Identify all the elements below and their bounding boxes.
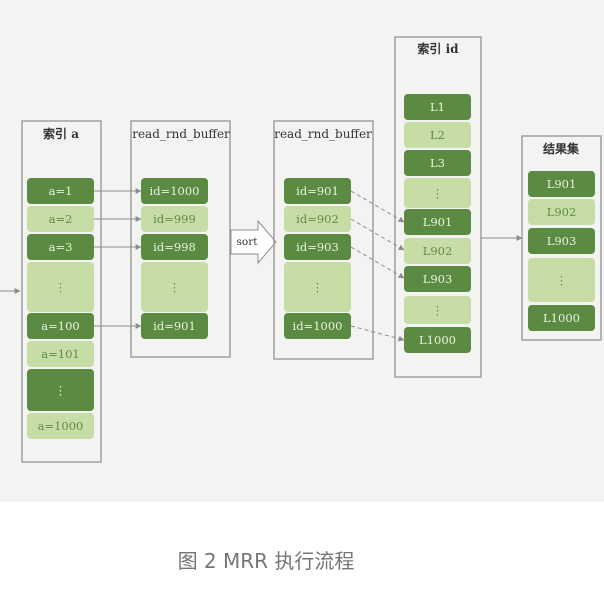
index-a-cell-label: a=2 <box>49 212 73 226</box>
index-id-cell-label: L903 <box>423 272 453 286</box>
index-a-cell <box>27 206 94 232</box>
index-a-cell-label: a=100 <box>41 319 79 333</box>
index-id-cell-label: ⋮ <box>432 303 444 317</box>
buffer-sorted-frame <box>273 120 374 360</box>
mrr-flow-diagram: 索引 a a=1 a=2 a=3 ⋮ a=100 a=101 ⋮ a=1000 read_rn… <box>0 36 602 463</box>
index-id-cell <box>404 209 471 235</box>
index-id-cell <box>404 150 471 176</box>
index-id-frame <box>394 36 482 378</box>
index-id-cell-label: L3 <box>430 156 445 170</box>
index-id-cell-label: L901 <box>423 215 453 229</box>
arrow-id901-to-l901 <box>350 190 405 223</box>
index-a-cells: a=1 a=2 a=3 ⋮ a=100 a=101 ⋮ a=1000 <box>27 178 94 439</box>
result-set-cell-label: L902 <box>547 205 577 219</box>
result-set-cell <box>528 171 595 197</box>
index-a-cell-label: a=1000 <box>38 419 84 433</box>
sort-label: sort <box>237 236 259 248</box>
index-a-cell <box>27 341 94 367</box>
buffer-sorted-cell <box>284 313 351 339</box>
index-a-cell <box>27 369 94 411</box>
buffer-sorted-cell-label: id=903 <box>296 240 339 254</box>
index-a-title: 索引 a <box>43 126 79 141</box>
result-set-title: 结果集 <box>543 141 580 156</box>
result-set-cell <box>528 305 595 331</box>
buffer-unsorted-cell-label: id=999 <box>153 212 196 226</box>
result-set-cell-label: L901 <box>547 177 577 191</box>
index-a-cell <box>27 234 94 260</box>
buffer-unsorted-frame <box>130 120 231 358</box>
buffer-unsorted-cell <box>141 206 208 232</box>
result-set-cell-label: ⋮ <box>556 273 568 287</box>
buffer-unsorted-cell-label: id=998 <box>153 240 196 254</box>
buffer-sorted-title: read_rnd_buffer <box>274 127 372 141</box>
index-a-frame <box>21 120 102 463</box>
buffer-sorted-cell <box>284 178 351 204</box>
sort-arrow <box>230 219 277 265</box>
buffer-unsorted-cells: id=1000 id=999 id=998 ⋮ id=901 <box>141 178 208 339</box>
index-id-cell <box>404 178 471 208</box>
index-id-cell <box>404 94 471 120</box>
index-id-cell <box>404 296 471 324</box>
index-id-cell <box>404 238 471 264</box>
index-a-cell-label: a=1 <box>49 184 73 198</box>
result-set-cell-label: L1000 <box>543 311 580 325</box>
result-set-cell <box>528 258 595 302</box>
buffer-unsorted-title: read_rnd_buffer <box>132 127 230 141</box>
result-set-cell <box>528 199 595 225</box>
index-id-cell-label: L1 <box>430 100 445 114</box>
index-id-cell-label: ⋮ <box>432 186 444 200</box>
buffer-sorted-cell-label: id=1000 <box>293 319 343 333</box>
index-id-cell-label: L1000 <box>419 333 456 347</box>
buffer-sorted-cell <box>284 262 351 312</box>
result-set-cell <box>528 228 595 254</box>
index-id-cell <box>404 327 471 353</box>
index-a-cell-label: ⋮ <box>55 383 67 397</box>
buffer-sorted-cell <box>284 206 351 232</box>
index-a-cell <box>27 413 94 439</box>
buffer-unsorted-cell <box>141 313 208 339</box>
arrow-id902-to-l902 <box>350 218 405 251</box>
buffer-sorted-cell-label: ⋮ <box>312 280 324 294</box>
index-id-cell <box>404 266 471 292</box>
buffer-unsorted-cell <box>141 234 208 260</box>
result-set-cell-label: L903 <box>547 234 577 248</box>
index-a-cell <box>27 313 94 339</box>
index-a-cell-label: a=101 <box>41 347 79 361</box>
arrow-id903-to-l903 <box>350 246 405 279</box>
figure-caption: 图 2 MRR 执行流程 <box>177 549 355 573</box>
buffer-unsorted-cell-label: id=1000 <box>150 184 200 198</box>
buffer-sorted-cell <box>284 234 351 260</box>
buffer-sorted-cell-label: id=901 <box>296 184 339 198</box>
buffer-unsorted-cell-label: ⋮ <box>169 280 181 294</box>
index-a-cell-label: ⋮ <box>55 280 67 294</box>
buffer-sorted-cells: id=901 id=902 id=903 ⋮ id=1000 <box>284 178 351 339</box>
buffer-unsorted-cell-label: id=901 <box>153 319 196 333</box>
index-id-cell <box>404 122 471 148</box>
index-id-cell-label: L2 <box>430 128 445 142</box>
arrow-id1000-to-l1000 <box>350 325 405 342</box>
buffer-unsorted-cell <box>141 178 208 204</box>
buffer-unsorted-cell <box>141 262 208 312</box>
index-id-title: 索引 id <box>417 41 459 56</box>
index-a-cell-label: a=3 <box>49 240 73 254</box>
index-id-cell-label: L902 <box>423 244 453 258</box>
index-a-cell <box>27 178 94 204</box>
buffer-sorted-cell-label: id=902 <box>296 212 339 226</box>
index-a-cell <box>27 262 94 312</box>
